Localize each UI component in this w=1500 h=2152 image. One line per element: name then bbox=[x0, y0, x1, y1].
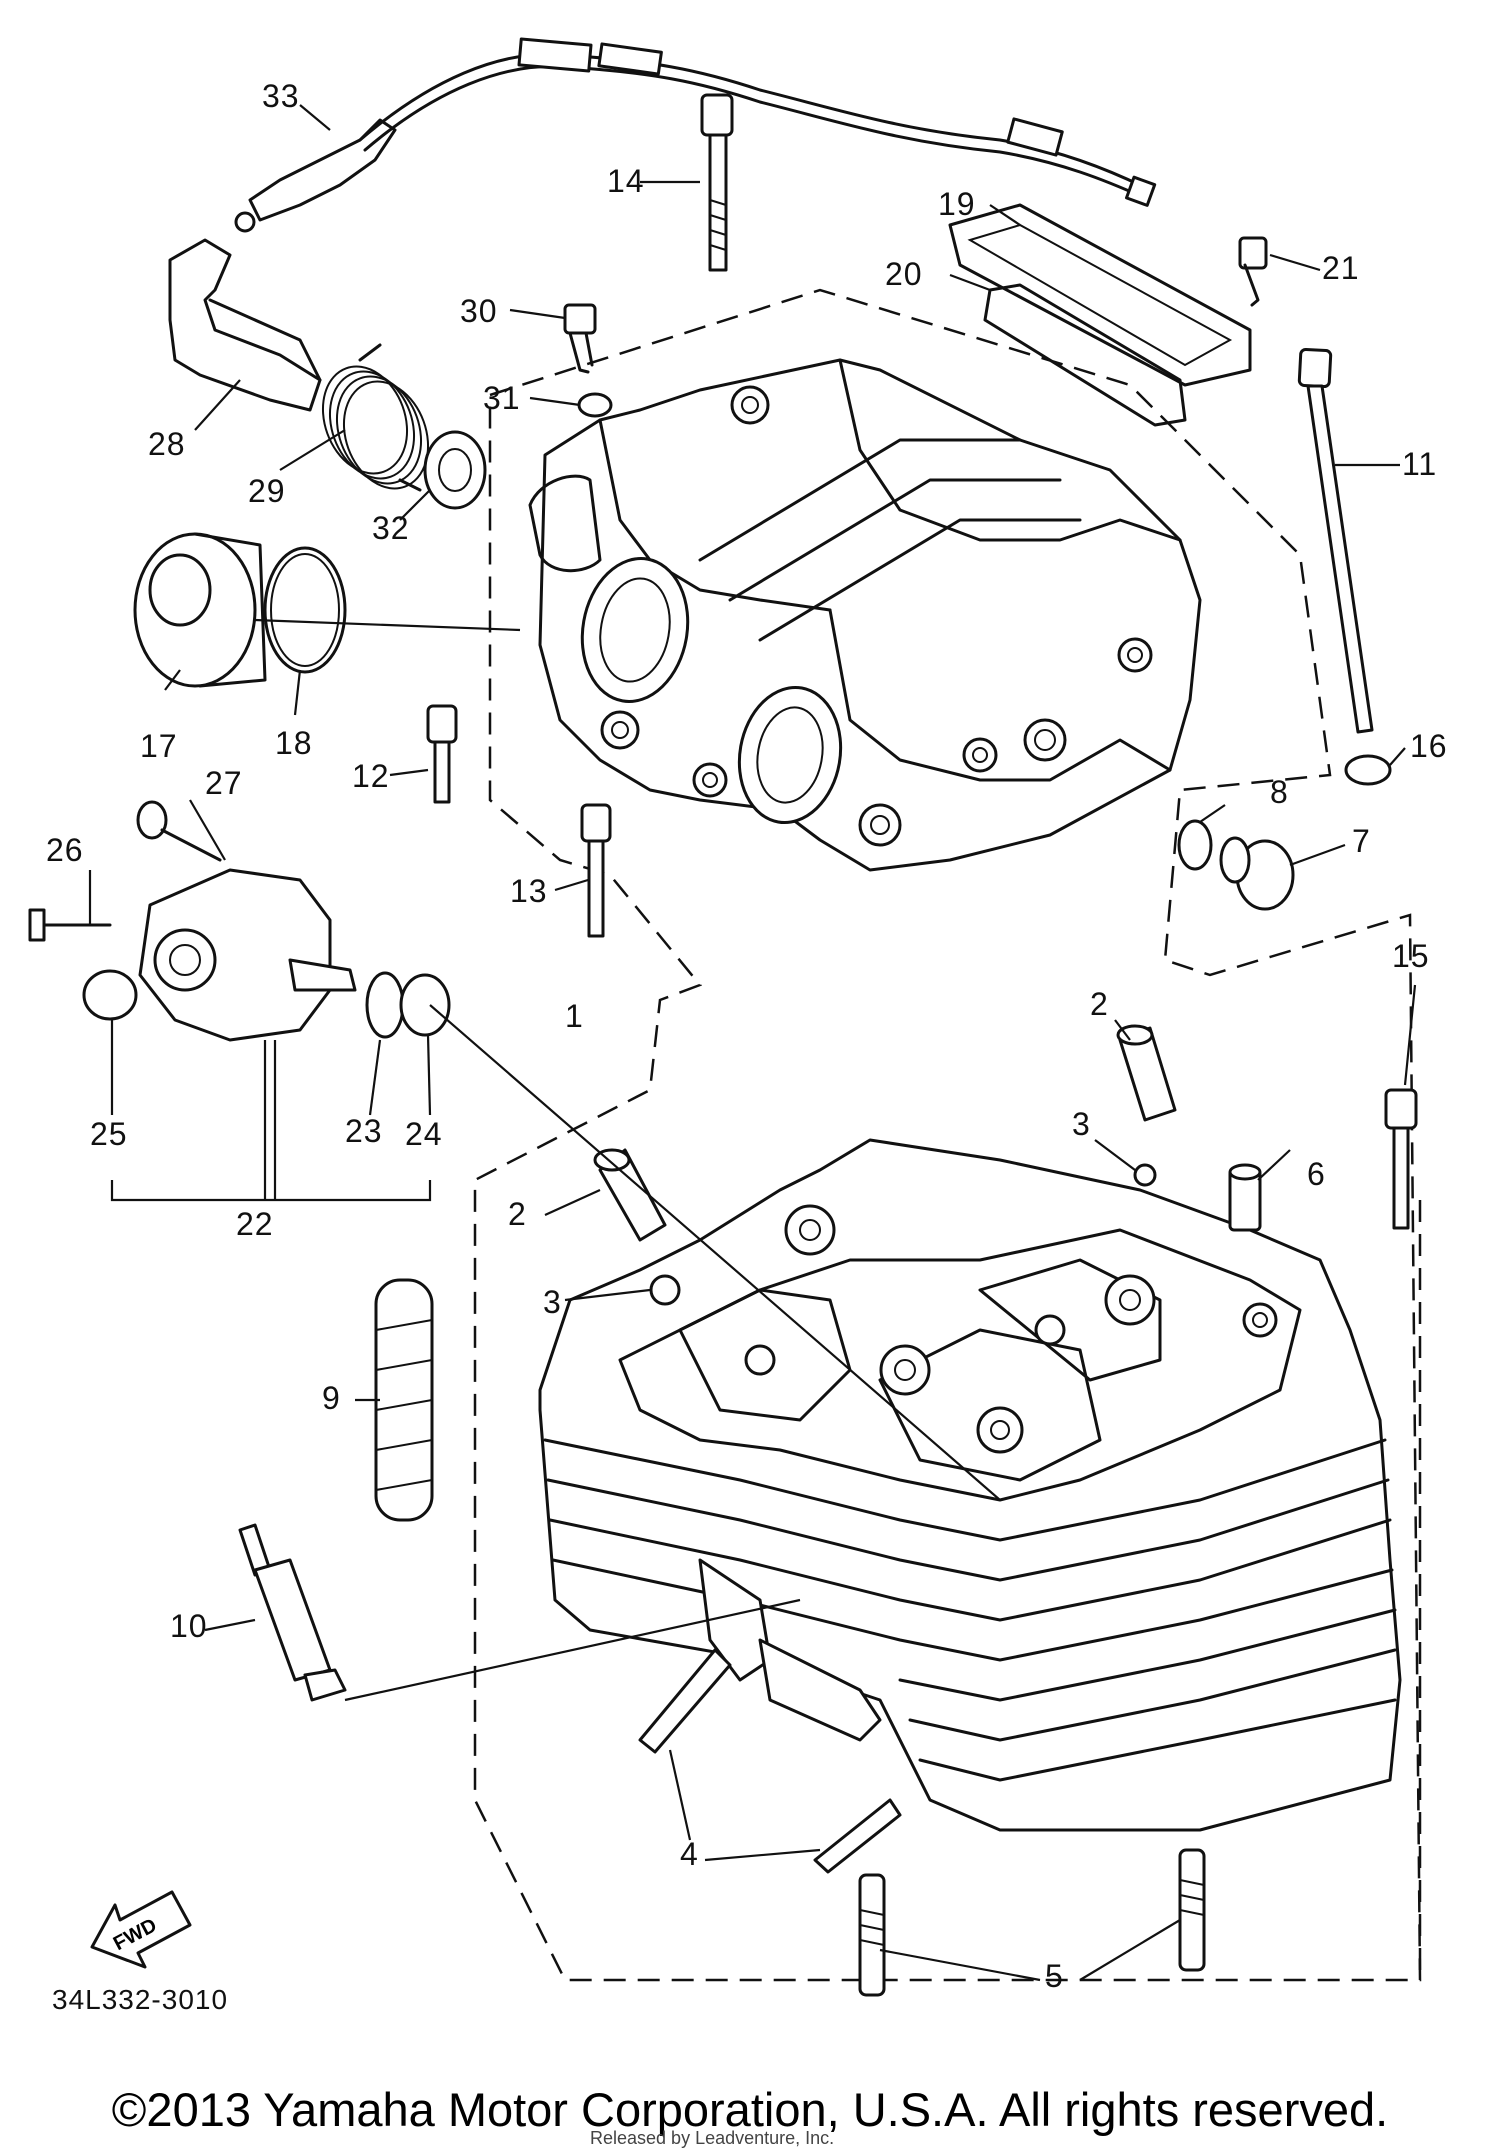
o-ring-8-drawing bbox=[1177, 819, 1213, 871]
o-ring-18-drawing bbox=[263, 546, 347, 674]
part-label-10: 10 bbox=[170, 1608, 208, 1644]
gasket-20-drawing bbox=[983, 283, 1187, 427]
insulator-9-drawing bbox=[374, 1278, 434, 1522]
part-label-31: 31 bbox=[483, 380, 521, 416]
part-label-26: 26 bbox=[46, 832, 84, 868]
breather-cover-drawing bbox=[948, 203, 1252, 387]
release-note: Released by Leadventure, Inc. bbox=[590, 2128, 835, 2148]
part-label-7: 7 bbox=[1352, 823, 1371, 859]
bolt-11-drawing bbox=[1297, 347, 1374, 734]
part-label-13: 13 bbox=[510, 873, 548, 909]
screw-27-drawing bbox=[136, 800, 222, 862]
part-label-33: 33 bbox=[262, 78, 300, 114]
part-label-22: 22 bbox=[236, 1206, 274, 1242]
circlip-3a-drawing bbox=[1133, 1163, 1157, 1187]
stud-5-drawing bbox=[858, 1848, 1206, 1997]
part-label-30: 30 bbox=[460, 293, 498, 329]
part-label-32: 32 bbox=[372, 510, 410, 546]
washer-25-drawing bbox=[82, 969, 138, 1021]
bolt-21-drawing bbox=[1238, 236, 1268, 307]
o-ring-23-drawing bbox=[365, 971, 405, 1039]
part-label-20: 20 bbox=[885, 256, 923, 292]
part-label-16: 16 bbox=[1410, 728, 1448, 764]
part-label-3b: 3 bbox=[543, 1284, 562, 1320]
circlip-3b-drawing bbox=[649, 1274, 681, 1306]
leader-lines bbox=[88, 104, 1417, 1982]
part-label-29: 29 bbox=[248, 473, 286, 509]
part-label-23: 23 bbox=[345, 1113, 383, 1149]
part-label-2a: 2 bbox=[1090, 986, 1109, 1022]
bolt-12-drawing bbox=[426, 704, 458, 804]
part-label-14: 14 bbox=[607, 163, 645, 199]
bolt-14-drawing bbox=[700, 93, 734, 272]
part-label-21: 21 bbox=[1322, 250, 1360, 286]
part-label-3a: 3 bbox=[1072, 1106, 1091, 1142]
seal-24-drawing bbox=[399, 973, 451, 1037]
valve-guide-2b-drawing bbox=[593, 1148, 667, 1242]
part-label-24: 24 bbox=[405, 1116, 443, 1152]
copyright-notice: ©2013 Yamaha Motor Corporation, U.S.A. A… bbox=[111, 2083, 1389, 2136]
part-label-4: 4 bbox=[680, 1836, 699, 1872]
cylinder-head-cover-drawing bbox=[528, 358, 1202, 872]
bolt-30-drawing bbox=[563, 303, 597, 374]
part-label-9: 9 bbox=[322, 1380, 341, 1416]
part-label-25: 25 bbox=[90, 1116, 128, 1152]
oil-seal-drawing bbox=[423, 430, 487, 510]
part-label-19: 19 bbox=[938, 186, 976, 222]
part-label-6: 6 bbox=[1307, 1156, 1326, 1192]
part-label-15: 15 bbox=[1392, 938, 1430, 974]
pump-housing-drawing bbox=[138, 868, 357, 1042]
torsion-spring-drawing bbox=[321, 343, 430, 492]
valve-guide-2a-drawing bbox=[1116, 1024, 1177, 1122]
drawing-code: 34L332-3010 bbox=[52, 1984, 229, 2015]
part-label-27: 27 bbox=[205, 765, 243, 801]
screw-26-drawing bbox=[28, 908, 112, 942]
part-label-28: 28 bbox=[148, 426, 186, 462]
plug-7-drawing bbox=[1219, 836, 1295, 911]
part-label-2b: 2 bbox=[508, 1196, 527, 1232]
cover-assembly-dashed-boundary bbox=[473, 288, 1422, 1982]
spark-plug-drawing bbox=[238, 1523, 347, 1702]
tappet-cover-drawing bbox=[133, 532, 267, 688]
decomp-lever-drawing bbox=[168, 238, 322, 412]
stud-4-drawing bbox=[638, 1648, 902, 1874]
part-label-8: 8 bbox=[1270, 774, 1289, 810]
fwd-arrow: FWD bbox=[90, 1890, 192, 1969]
part-label-5: 5 bbox=[1045, 1958, 1064, 1994]
bolt-15-drawing bbox=[1384, 1088, 1418, 1230]
part-label-17: 17 bbox=[140, 728, 178, 764]
dowel-6-drawing bbox=[1228, 1163, 1262, 1232]
part-label-1: 1 bbox=[565, 998, 584, 1034]
part-label-11: 11 bbox=[1402, 446, 1438, 482]
washer-31-drawing bbox=[577, 392, 613, 418]
cylinder-head-drawing bbox=[538, 1138, 1402, 1832]
part-label-18: 18 bbox=[275, 725, 313, 761]
washer-16-drawing bbox=[1344, 754, 1392, 786]
part-label-12: 12 bbox=[352, 758, 390, 794]
bolt-13-drawing bbox=[580, 803, 612, 938]
